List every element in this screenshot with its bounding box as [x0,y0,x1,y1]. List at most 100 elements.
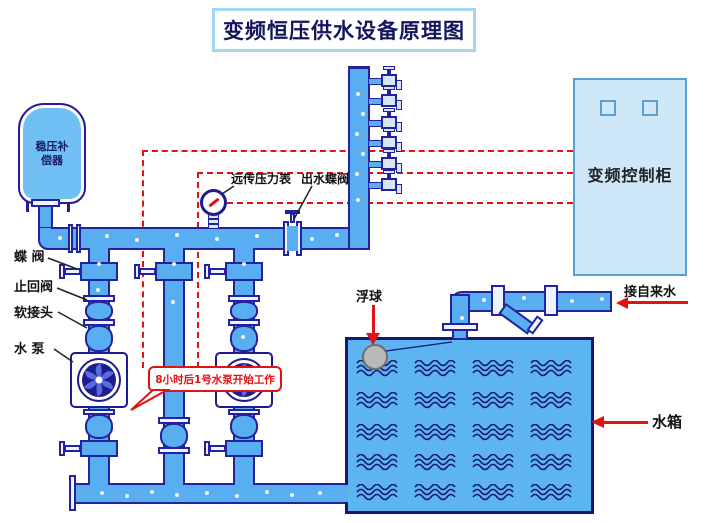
stab-tank-flange [31,199,60,207]
outlet-valve-stem [290,213,295,223]
pipe-seam [235,481,253,487]
riser-faucet-valve-icon [368,149,406,175]
pipe-bubble-dot [310,237,314,241]
pipe-bubble-dot [355,172,359,176]
water-wave-icon [530,423,576,442]
faucet-handle [387,153,391,158]
pipe-bubble-dot [482,298,486,302]
bottom-manifold-pipe [74,483,347,504]
flange [83,295,115,302]
pipe-bubble-dot [97,262,101,266]
faucet-body [381,94,397,107]
stab-tank-leg [67,197,70,212]
pipe-bubble-dot [172,262,176,266]
pipe-bubble-dot [58,236,62,240]
valve-stem-cap [134,264,140,279]
faucet-handle [387,70,391,75]
check-valve-icon [85,301,113,321]
faucet-handle [383,128,395,132]
page-title: 变频恒压供水设备原理图 [223,19,465,43]
pipe-seam [452,296,468,310]
flange [228,409,260,415]
valve-stem [209,445,226,452]
pump-impeller-icon [77,358,121,402]
faucet-handle [383,149,395,153]
flange [83,409,115,415]
pipe-bubble-dot [318,491,322,495]
top-manifold-pipe [38,227,370,250]
pipe-seam [90,481,108,487]
stabilizer-tank: 稳压补 偿器 [18,103,86,204]
pipe-bubble-dot [150,490,154,494]
pipe-bubble-dot [242,262,246,266]
pipe-bubble-dot [570,299,574,303]
faucet-handle [383,66,395,70]
flange [83,319,115,326]
pipe-seam [165,246,183,252]
water-wave-icon [356,453,402,472]
water-wave-icon [414,359,460,378]
faucet-handle [387,132,391,137]
label-tap-water: 接自来水 [624,285,677,300]
float-arrow-line [372,305,375,335]
pipe-bubble-dot [290,493,294,497]
pipe-bubble-dot [356,92,360,96]
valve-stem-cap [204,264,210,279]
pipe-bubble-dot [175,233,179,237]
faucet-handle [383,170,395,174]
faucet-spout [396,184,402,194]
riser-faucet-valve-icon [368,128,406,154]
outlet-valve-body [287,226,298,251]
control-cabinet-label: 变频控制柜 [587,166,673,185]
inlet-stub [452,330,468,340]
flange [228,295,260,302]
label-check-valve: 止回阀 [14,280,54,295]
pipe-bubble-dot [100,491,104,495]
riser-faucet-valve-icon [368,170,406,196]
faucet-handle [387,112,391,117]
flange [158,417,190,424]
callout-text: 8小时后1号水泵开始工作 [155,373,275,386]
pipe-bubble-dot [265,490,269,494]
water-wave-icon [530,391,576,410]
float-arrow-head [366,333,380,345]
faucet-handle [383,86,395,90]
butterfly-valve-icon [80,440,118,457]
faucet-spout [396,163,402,173]
pipe-bubble-dot [135,238,139,242]
flange [228,319,260,326]
pipe-seam [90,246,108,252]
valve-stem [139,268,156,275]
flange [158,447,190,454]
callout-tail [130,389,171,411]
pipe-bubble-dot [361,152,365,156]
pipe-bubble-dot [356,198,360,202]
gauge-stem [208,214,219,229]
faucet-handle [387,174,391,179]
water-wave-icon [472,453,518,472]
label-butterfly-valve: 蝶 阀 [14,250,45,265]
cabinet-window [642,100,658,116]
pipe-seam [40,228,51,236]
riser-faucet-valve-icon [368,86,406,112]
riser-faucet-valve-icon [368,66,406,92]
callout-bubble: 8小时后1号水泵开始工作 [148,366,282,392]
pipe-bubble-dot [205,491,209,495]
water-pump-1 [70,352,128,408]
tank-arrow-line [604,421,648,424]
faucet-spout [396,80,402,90]
inlet-flange [442,323,478,331]
soft-joint-icon [85,414,113,439]
soft-joint-icon [160,423,188,449]
pipe-bubble-dot [255,234,259,238]
signal-line-gauge [227,202,573,204]
pipe-bubble-dot [522,296,526,300]
cabinet-window [600,100,616,116]
water-wave-icon [472,423,518,442]
butterfly-valve-icon [225,440,263,457]
valve-stem [64,445,81,452]
soft-joint-icon [230,414,258,439]
outlet-valve-cap [285,210,300,214]
faucet-spout [396,142,402,152]
control-cabinet: 变频控制柜 [573,78,687,276]
